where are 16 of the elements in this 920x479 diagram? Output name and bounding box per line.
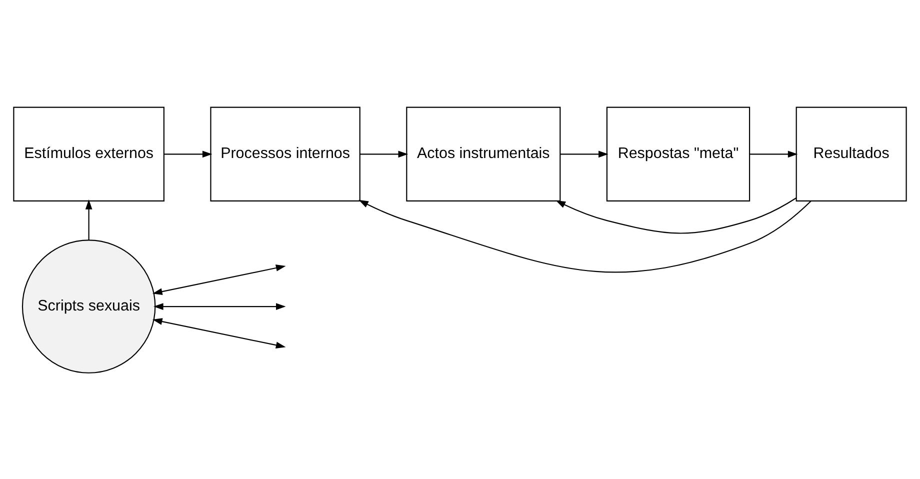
node-box: Actos instrumentais xyxy=(406,106,561,201)
arrow xyxy=(560,150,608,158)
node-circle: Scripts sexuais xyxy=(22,239,156,373)
arrow xyxy=(154,302,286,310)
node-box: Resultados xyxy=(796,106,907,201)
arrow xyxy=(750,150,798,158)
arrow xyxy=(360,150,408,158)
arrow xyxy=(164,150,212,158)
arrow xyxy=(556,197,796,234)
arrow xyxy=(85,199,92,240)
arrow xyxy=(152,318,286,348)
node-box: Respostas "meta" xyxy=(606,106,750,201)
node-box: Estímulos externos xyxy=(13,106,164,201)
arrow xyxy=(358,199,812,272)
node-box: Processos internos xyxy=(210,106,360,201)
arrow xyxy=(152,264,286,294)
